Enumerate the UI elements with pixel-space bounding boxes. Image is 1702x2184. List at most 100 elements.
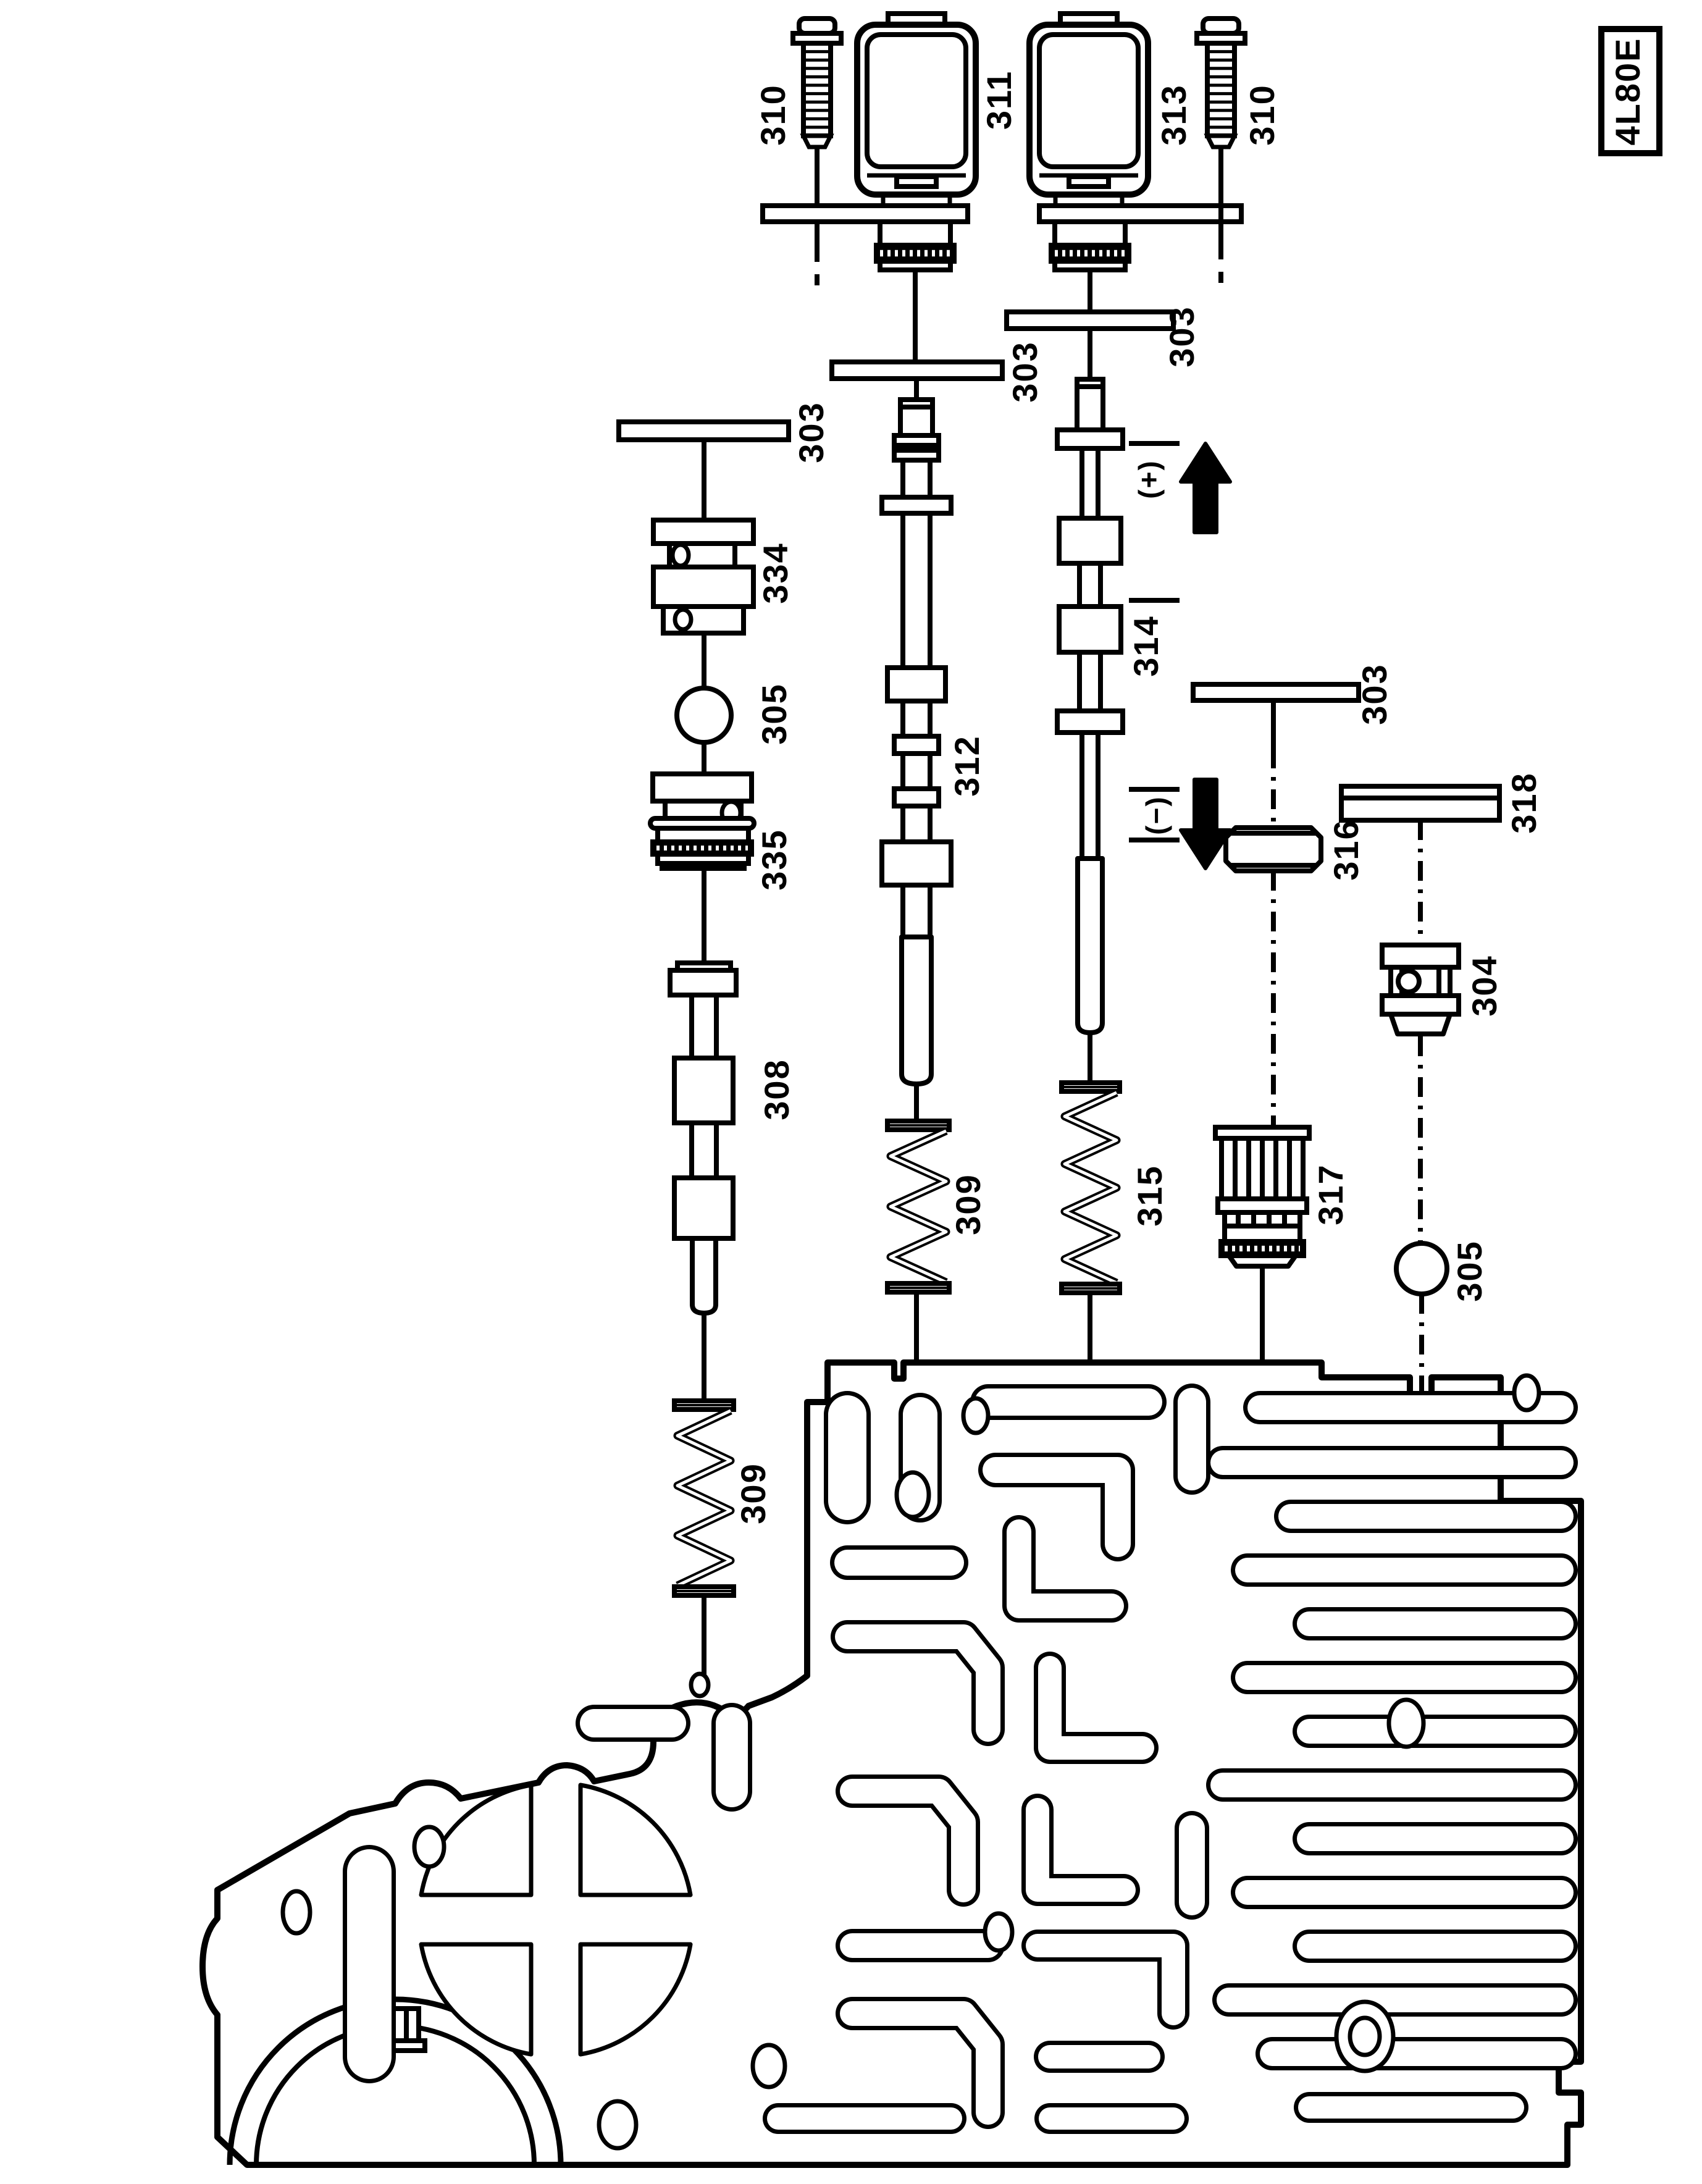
bolt-hole [1386,1697,1426,1749]
label-305-b: 305 [1450,1240,1489,1301]
mount-plate-c [1037,203,1244,224]
rect [900,804,933,844]
quatrefoil-ne [578,1783,693,1897]
hole [673,607,694,632]
label-303-d: 303 [1355,663,1394,724]
spring-coil-inner [676,1409,732,1587]
rect [672,1056,736,1125]
label-305-a: 305 [755,683,794,744]
bolt-hole [750,2043,787,2090]
label-310-left: 310 [753,84,792,145]
bolt-hole [597,2099,639,2151]
rect [878,259,953,272]
rect [900,751,933,791]
spring-coil-inner [1063,1091,1118,1285]
channel-core [1038,1656,1154,1760]
valve-334 [651,518,756,546]
label-317: 317 [1311,1164,1350,1225]
label-303-a: 303 [792,401,831,463]
arrow-down [1179,778,1232,870]
solenoid-311-coil [865,32,968,169]
spring-coil-inner [889,1129,948,1284]
bolt-hole [983,1911,1015,1953]
bolt-boss-inner [1348,2015,1382,2057]
rect [900,511,933,670]
label-335: 335 [755,829,794,890]
rect [1077,650,1103,713]
retainer-303-a [616,419,791,442]
rect [689,993,719,1060]
channel-core [840,2001,1000,2125]
rect [1057,604,1123,655]
quatrefoil-se [578,1942,693,2057]
quatrefoil-sw [419,1942,534,2057]
retainer-303-c [1004,309,1176,331]
rect [651,565,756,609]
rect [1436,965,1453,998]
ball-305-a [674,686,734,745]
rect [1057,516,1123,566]
circle [1396,968,1422,994]
rect [892,433,941,448]
quatrefoil-nw [419,1783,534,1897]
rect [879,495,954,516]
label-311: 311 [979,70,1018,130]
channel-core [1026,1798,1136,1902]
mount-plate-b [760,203,970,224]
bolt-310-left-tip [800,133,834,149]
rect [1052,219,1128,248]
rect [1079,730,1100,861]
rect [660,861,747,871]
retainer-303-d [1191,682,1361,703]
label-309-b: 309 [949,1174,987,1235]
rect [672,1175,736,1241]
rect [1077,561,1103,609]
bushing-316 [1223,825,1323,873]
rect [1055,708,1125,735]
channel-core [1026,1934,1185,2025]
channel-core [983,1457,1131,1557]
bolt-310-right-tip [1204,133,1238,149]
model-badge-box [1598,26,1662,156]
path [899,934,934,1086]
rect [892,786,941,808]
rect [900,883,933,939]
rect [1079,446,1100,521]
label-315: 315 [1130,1165,1169,1226]
rect [1380,993,1461,1017]
rect [885,665,948,704]
label-304: 304 [1465,955,1504,1016]
bolt-hole [961,1396,991,1435]
rect [1052,259,1128,272]
bolt-310-right-shank [1205,41,1237,138]
rect [878,219,953,248]
rect [668,968,739,998]
label-313: 313 [1154,84,1193,145]
bolt-hole [412,1825,446,1869]
rect [892,734,941,756]
model-badge-label: 4L80E [1608,38,1647,146]
solenoid-313-notch [1067,174,1111,189]
bolt-hole [894,1470,931,1519]
solenoid-313-coil [1037,32,1141,169]
bolt-hole [689,1671,711,1699]
channel-core [1007,1519,1124,1618]
path [1388,1012,1453,1036]
bolt-hole [1512,1373,1541,1413]
plate-318 [1339,784,1502,823]
label-309-a: 309 [734,1463,773,1524]
retainer-303-b [829,359,1005,381]
check-304 [1380,943,1461,970]
label-314: 314 [1126,615,1165,676]
label-310-right: 310 [1243,84,1281,145]
bolt-hole [280,1889,312,1936]
hole [670,542,691,568]
channel-core [835,1624,1000,1742]
label-318: 318 [1504,772,1543,833]
label-334: 334 [756,542,795,603]
label-303-b: 303 [1005,341,1044,402]
rect [879,839,954,888]
ball-305-b [1394,1241,1449,1296]
